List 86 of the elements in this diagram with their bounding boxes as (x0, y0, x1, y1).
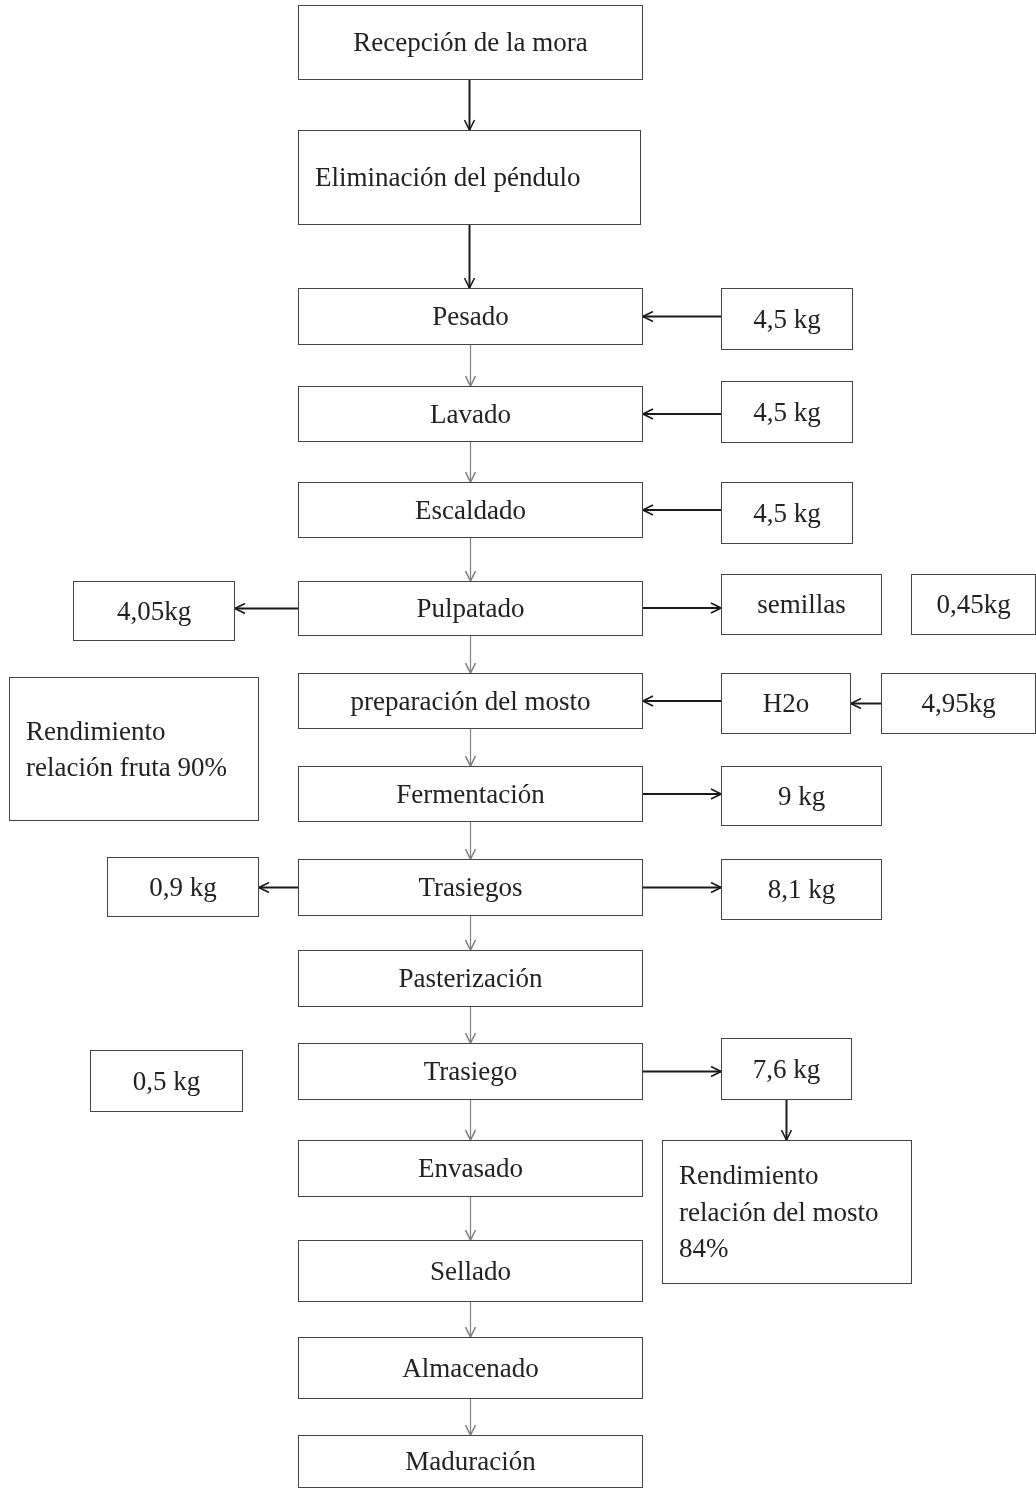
process-box (298, 288, 643, 345)
arrow (642, 310, 722, 323)
arrow (850, 697, 882, 710)
arrow (234, 602, 299, 615)
process-box (721, 1038, 852, 1100)
box-label: Escaldado (415, 493, 526, 527)
box-label: Pasterización (398, 962, 543, 996)
box-label: 9 kg (777, 779, 826, 813)
process-box (298, 386, 643, 442)
arrow (258, 881, 299, 894)
process-box (298, 1043, 643, 1100)
box-label: Rendimiento relación del mosto 84% (679, 1159, 880, 1266)
arrow (464, 728, 477, 767)
arrow (642, 881, 722, 894)
box-label: 0,9 kg (149, 870, 217, 904)
process-box (73, 581, 235, 641)
box-label: Pulpatado (416, 592, 525, 626)
box-label: Maduración (405, 1445, 536, 1479)
process-box (298, 950, 643, 1007)
process-box (721, 766, 882, 826)
process-box (298, 766, 643, 822)
process-box (298, 1337, 643, 1399)
arrow (642, 1065, 722, 1078)
box-label: Trasiego (423, 1055, 518, 1089)
arrow (464, 1196, 477, 1241)
box-label: 4,05kg (116, 594, 192, 628)
arrow (463, 224, 476, 289)
box-label: Recepción de la mora (353, 26, 588, 60)
box-label: Rendimiento relación fruta 90% (26, 714, 228, 784)
arrow (464, 1398, 477, 1436)
box-label: Envasado (418, 1152, 523, 1186)
box-label: Eliminación del péndulo (315, 161, 581, 195)
box-label: 0,45kg (936, 588, 1011, 622)
process-box (90, 1050, 243, 1112)
arrow (464, 441, 477, 483)
process-box (298, 5, 643, 80)
arrow (780, 1099, 793, 1141)
arrow (463, 79, 476, 131)
arrow (642, 788, 722, 800)
box-label: 4,95kg (921, 687, 996, 721)
process-box (662, 1140, 912, 1284)
box-label: 4,5 kg (753, 395, 821, 429)
box-label: Fermentación (396, 777, 545, 811)
arrow (464, 915, 477, 951)
process-box (721, 482, 853, 544)
arrow (642, 504, 722, 516)
process-box (721, 574, 882, 635)
process-box (298, 673, 643, 729)
process-box (298, 581, 643, 636)
box-label: 8,1 kg (767, 873, 836, 907)
arrow (642, 695, 722, 707)
process-box (721, 859, 882, 920)
process-box (721, 381, 853, 443)
process-box (911, 574, 1036, 635)
box-label: Trasiegos (418, 871, 523, 905)
process-box (721, 673, 851, 734)
box-label: preparación del mosto (350, 684, 591, 718)
box-label: H2o (762, 687, 810, 721)
process-box (107, 857, 259, 917)
box-label: 4,5 kg (753, 496, 821, 530)
box-label: Sellado (430, 1254, 511, 1288)
box-label: 7,6 kg (752, 1052, 821, 1086)
arrow (464, 1099, 477, 1141)
process-box (298, 482, 643, 538)
arrow (464, 635, 477, 674)
box-label: 0,5 kg (132, 1064, 201, 1098)
arrow (464, 344, 477, 387)
arrow (642, 408, 722, 420)
arrow (464, 1006, 477, 1044)
box-label: Lavado (430, 397, 511, 431)
box-label: 4,5 kg (753, 302, 821, 336)
box-label: semillas (757, 588, 846, 622)
arrow (464, 821, 477, 860)
process-box (721, 288, 853, 350)
process-box (9, 677, 259, 821)
process-box (298, 130, 641, 225)
box-label: Almacenado (402, 1351, 539, 1385)
process-box (298, 1140, 643, 1197)
arrow (642, 602, 722, 614)
arrow (464, 1301, 477, 1338)
box-label: Pesado (432, 300, 509, 334)
process-box (298, 1240, 643, 1302)
process-box (298, 859, 643, 916)
process-box (298, 1435, 643, 1488)
process-box (881, 673, 1036, 734)
arrow (464, 537, 477, 582)
